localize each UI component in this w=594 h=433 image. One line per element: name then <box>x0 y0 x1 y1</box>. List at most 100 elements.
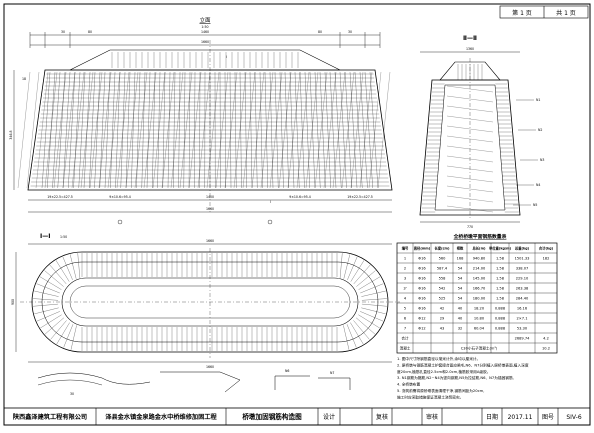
sheet-number: 第 1 页 <box>512 9 532 17</box>
elev-top-dim-2: 80 <box>88 30 92 34</box>
elev-overall-top: 1660 <box>201 40 209 44</box>
table-cell: 1501.33 <box>515 257 530 261</box>
table-header-cell: 总长(m) <box>472 246 486 251</box>
table-cell: 4 <box>404 297 407 301</box>
tb-review-label: 复核 <box>376 413 388 421</box>
table-cell: Φ16 <box>418 267 426 271</box>
tb-date-value: 2017.11 <box>508 414 533 421</box>
table-cell: 1.58 <box>496 257 505 261</box>
tb-project: 泽县金水镇金泉路金水中桥维修加固工程 <box>105 413 217 421</box>
table-cell: 54 <box>458 287 463 291</box>
tb-date-label: 日期 <box>486 413 498 421</box>
tb-company: 陕西鑫泽建筑工程有限公司 <box>13 413 87 421</box>
table-cell: 0.888 <box>495 307 506 311</box>
table-cell: Φ16 <box>418 307 426 311</box>
plan-top-dim: 1660 <box>206 239 214 243</box>
table-cell: 合计 <box>401 336 409 341</box>
elev-top-dim-5: 30 <box>348 30 352 34</box>
notes-block: 1. 图中尺寸除钢筋直径以毫米计外,余均以厘米计。2. 原桥墩与钢筋混凝土护套接… <box>397 356 529 399</box>
table-cell: 60.04 <box>474 327 485 331</box>
table-cell: 1.58 <box>496 297 505 301</box>
elevation-scale: 1:50 <box>201 25 208 29</box>
section-ii-callout: N3 <box>540 158 544 162</box>
section-ii-callout: N2 <box>538 128 542 132</box>
elev-section-mark-bottom: I <box>270 200 271 204</box>
table-cell: 180.00 <box>473 297 486 301</box>
elev-top-dim-3: 1460 <box>201 30 209 34</box>
section-ii-callout: N5 <box>533 203 537 207</box>
table-cell: 1.58 <box>496 287 505 291</box>
table-cell: 7 <box>404 327 406 331</box>
table-cell: 560 <box>439 257 447 261</box>
elev-overall-bottom: 1660 <box>206 207 214 211</box>
table-cell: C30小石子混凝土(m³) <box>461 346 498 351</box>
table-cell: 16.16 <box>517 307 528 311</box>
plan-width-dim: 900 <box>11 299 15 305</box>
note-line: 2. 原桥墩与钢筋混凝土护套接合面应凿毛,N6、N7分别植入原桥墩表面,植入深度 <box>397 362 529 367</box>
elev-top-dim-1: 30 <box>61 30 65 34</box>
elev-bottom-dim-4: 9×10.6=95.4 <box>289 195 311 199</box>
table-cell: 40 <box>458 307 463 311</box>
page-header: 第 1 页 共 1 页 <box>500 6 588 18</box>
table-cell: 182 <box>543 257 550 261</box>
tb-approve-label: 审核 <box>426 413 438 421</box>
section-ii-callout: N4 <box>536 183 540 187</box>
table-cell: 6 <box>404 317 407 321</box>
table-cell: 53.30 <box>517 327 528 331</box>
section-ii-title: Ⅱ—Ⅱ <box>463 35 477 42</box>
table-header-cell: 编号 <box>402 246 409 251</box>
elev-bottom-dim-2: 9×10.6=95.4 <box>109 195 131 199</box>
table-header-cell: 单位重(kg/m) <box>489 246 512 251</box>
tb-design-label: 设计 <box>323 413 335 421</box>
table-header-cell: 合计(kg) <box>539 246 554 251</box>
table-cell: Φ12 <box>418 327 425 331</box>
tb-drawing-no-label: 图号 <box>542 414 554 421</box>
rebar-quantity-table: 全桥桥墩平面钢筋数量表 编号直径(mm)长度(cm)根数总长(m)单位重(kg/… <box>397 233 557 353</box>
plan-scale: 1:50 <box>60 235 67 239</box>
table-cell: 284.40 <box>516 297 529 301</box>
table-cell: Φ16 <box>418 277 426 281</box>
table-cell: 18.20 <box>474 307 485 311</box>
table-header-cell: 根数 <box>457 246 464 251</box>
tb-drawing-name: 桥墩加固钢筋构造图 <box>242 412 302 421</box>
table-cell: Φ16 <box>418 297 426 301</box>
table-cell: 587.4 <box>437 267 448 271</box>
table-cell: Φ12 <box>418 317 425 321</box>
table-title: 全桥桥墩平面钢筋数量表 <box>453 233 507 240</box>
note-line: 5. 浇筑前需将原桥墩表面清理干净,钢筋间距为20cm, <box>397 388 484 393</box>
table-cell: 263.38 <box>516 287 529 291</box>
section-ii-callout: N1 <box>536 98 540 102</box>
note-line: 3. N1钢筋为箍筋,N2~N4为竖向钢筋,N5为拉结筋,N6、N7为锚固钢筋, <box>397 375 514 380</box>
table-cell: 542 <box>439 287 446 291</box>
table-header-cell: 总重(kg) <box>515 246 530 251</box>
section-ii-overall: 1360 <box>466 47 474 51</box>
table-cell: 54 <box>458 277 463 281</box>
table-cell: 2689.74 <box>515 337 531 341</box>
table-cell: 混凝土 <box>400 346 411 351</box>
table-cell: 1 <box>404 257 406 261</box>
table-cell: 42 <box>440 307 445 311</box>
table-cell: 214.00 <box>473 267 486 271</box>
table-cell: 29 <box>440 317 445 321</box>
table-header-cell: 长度(cm) <box>435 246 450 251</box>
table-cell: 168 <box>457 257 465 261</box>
table-cell: 0.888 <box>495 317 506 321</box>
elev-bottom-dim-5: 19×22.5=427.5 <box>347 195 373 199</box>
detail-1-label: 30 <box>70 392 74 396</box>
table-cell: 54 <box>458 267 463 271</box>
table-cell: 229.10 <box>516 277 529 281</box>
elev-section-mark-top: I <box>226 55 227 59</box>
note-line: 施工时应采取措施保证混凝土浇筑密实。 <box>397 394 463 399</box>
table-cell: 43 <box>440 327 445 331</box>
detail-2-label: N6 <box>285 369 289 373</box>
tb-drawing-no-value: SIV-6 <box>566 414 581 421</box>
table-cell: 3' <box>403 287 406 291</box>
plan-title: Ⅰ—Ⅰ <box>40 233 50 240</box>
title-block: 陕西鑫泽建筑工程有限公司 泽县金水镇金泉路金水中桥维修加固工程 桥墩加固钢筋构造… <box>4 408 590 425</box>
table-cell: 145.00 <box>473 277 486 281</box>
table-cell: 558 <box>439 277 447 281</box>
elevation-view: 立面 1:50 30 80 1460 80 30 1660 19×22.5=42… <box>9 16 392 224</box>
table-cell: 10.80 <box>474 317 485 321</box>
